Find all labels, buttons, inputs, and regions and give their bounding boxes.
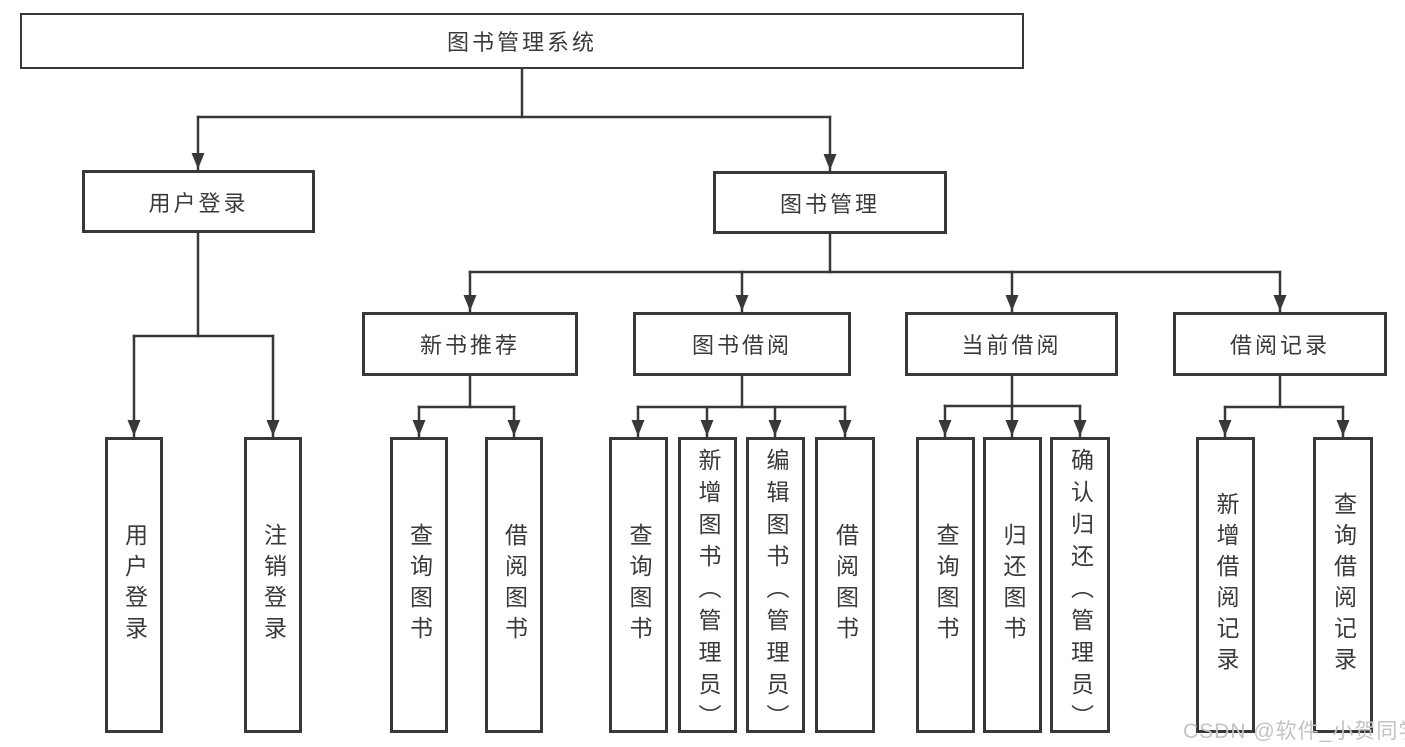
node-leaf-edit-book-admin: 编辑图书（管理员）: [746, 437, 805, 736]
csdn-watermark: CSDN @软件_小贺同学: [1183, 720, 1405, 743]
connector-root-to-level2: [191, 67, 837, 172]
node-leaf-borrow-book-label: 借阅图书: [832, 523, 859, 647]
node-root: 图书管理系统: [20, 13, 1024, 69]
node-leaf-return-book: 归还图书: [983, 437, 1042, 733]
node-leaf-query-record-label: 查询借阅记录: [1330, 492, 1357, 678]
node-leaf-add-record: 新增借阅记录: [1196, 437, 1255, 733]
node-book-borrowing-label: 图书借阅: [691, 333, 792, 358]
node-current-borrowing-label: 当前借阅: [961, 333, 1062, 358]
node-leaf-add-record-label: 新增借阅记录: [1213, 492, 1239, 678]
node-leaf-logout-label: 注销登录: [260, 523, 287, 647]
node-leaf-confirm-return-admin: 确认归还（管理员）: [1050, 437, 1110, 736]
node-leaf-add-book-admin-label: 新增图书（管理员）: [695, 448, 721, 736]
node-leaf-query-record: 查询借阅记录: [1313, 437, 1373, 733]
connector-records-children: [1218, 374, 1350, 438]
connector-newbook-children: [412, 374, 521, 438]
connector-book-mgmt-to-level3: [463, 232, 1287, 313]
node-leaf-newbook-borrow-label: 借阅图书: [501, 523, 528, 647]
node-user-login-label: 用户登录: [148, 190, 249, 216]
node-leaf-user-login-label: 用户登录: [121, 523, 148, 647]
node-new-book-recommend-label: 新书推荐: [419, 333, 520, 358]
node-leaf-current-query: 查询图书: [916, 437, 975, 733]
node-leaf-return-book-label: 归还图书: [1000, 523, 1026, 647]
connector-borrow-children: [631, 374, 852, 438]
node-leaf-confirm-return-admin-label: 确认归还（管理员）: [1067, 448, 1094, 736]
node-leaf-current-query-label: 查询图书: [933, 523, 959, 647]
connector-current-children: [938, 374, 1087, 438]
node-new-book-recommend: 新书推荐: [362, 312, 578, 376]
node-leaf-newbook-query: 查询图书: [390, 437, 448, 733]
node-current-borrowing: 当前借阅: [905, 312, 1118, 376]
node-book-management-label: 图书管理: [779, 191, 880, 217]
node-leaf-edit-book-admin-label: 编辑图书（管理员）: [763, 448, 789, 736]
node-leaf-user-login: 用户登录: [105, 437, 163, 733]
node-book-borrowing: 图书借阅: [633, 312, 851, 376]
node-book-management: 图书管理: [713, 171, 947, 234]
node-leaf-borrow-query: 查询图书: [609, 437, 668, 733]
connector-user-login-children: [127, 231, 280, 438]
node-leaf-logout: 注销登录: [244, 437, 302, 733]
node-borrowing-records-label: 借阅记录: [1229, 333, 1330, 358]
node-leaf-newbook-borrow: 借阅图书: [485, 437, 543, 733]
node-root-label: 图书管理系统: [446, 30, 597, 55]
node-leaf-borrow-book: 借阅图书: [815, 437, 875, 733]
node-leaf-newbook-query-label: 查询图书: [406, 523, 433, 647]
node-leaf-borrow-query-label: 查询图书: [626, 523, 652, 647]
node-user-login: 用户登录: [82, 170, 315, 233]
node-borrowing-records: 借阅记录: [1173, 312, 1387, 376]
node-leaf-add-book-admin: 新增图书（管理员）: [678, 437, 737, 736]
